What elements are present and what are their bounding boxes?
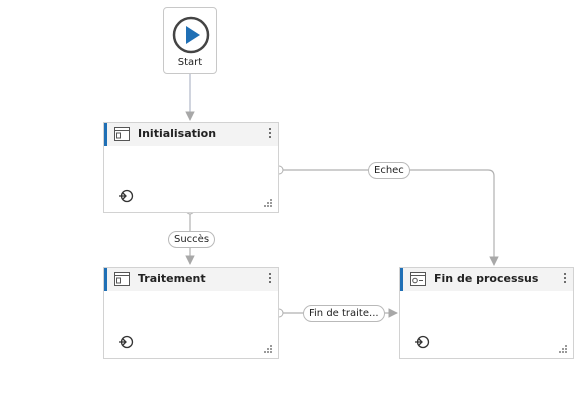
transition-label-fin-de-traitement[interactable]: Fin de traite... (303, 305, 385, 322)
edge-init-to-end[interactable] (283, 169, 499, 266)
start-node[interactable]: Start (163, 7, 217, 74)
state-header[interactable]: Fin de processus (400, 268, 573, 291)
state-fin-de-processus[interactable]: Fin de processus (399, 267, 574, 359)
more-options-icon[interactable] (267, 272, 273, 288)
start-label: Start (177, 57, 203, 68)
resize-grip-icon[interactable] (263, 344, 272, 353)
entry-exit-icon (119, 335, 134, 349)
more-options-icon[interactable] (562, 272, 568, 288)
state-traitement[interactable]: Traitement (103, 267, 279, 359)
state-title: Fin de processus (434, 272, 539, 285)
entry-exit-icon (415, 335, 430, 349)
transition-label-succes[interactable]: Succès (168, 231, 216, 248)
state-title: Initialisation (138, 127, 217, 140)
state-header[interactable]: Initialisation (104, 123, 278, 146)
transition-label-echec[interactable]: Echec (368, 162, 410, 179)
state-icon (114, 272, 130, 286)
play-icon (172, 16, 210, 54)
resize-grip-icon[interactable] (263, 198, 272, 207)
state-icon (114, 127, 130, 141)
more-options-icon[interactable] (267, 127, 273, 143)
entry-exit-icon (119, 189, 134, 203)
final-state-icon (410, 272, 426, 286)
state-header[interactable]: Traitement (104, 268, 278, 291)
state-title: Traitement (138, 272, 206, 285)
state-initialisation[interactable]: Initialisation (103, 122, 279, 213)
resize-grip-icon[interactable] (558, 344, 567, 353)
